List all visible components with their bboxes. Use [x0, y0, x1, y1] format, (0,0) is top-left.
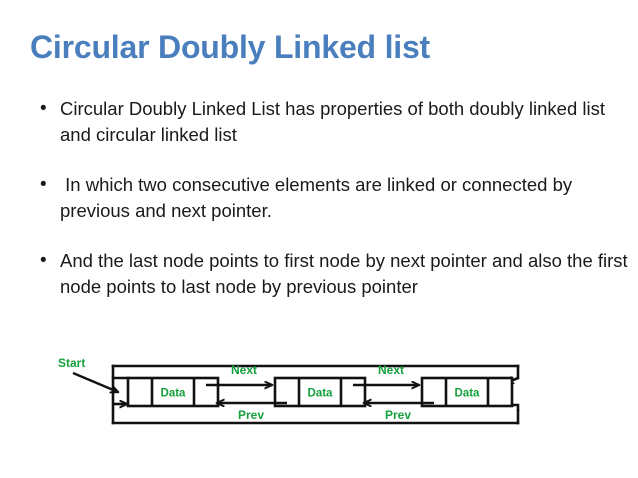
node-3-data-label: Data	[455, 388, 481, 400]
prev-label-2: Prev	[385, 408, 411, 422]
start-arrow	[72, 371, 118, 392]
list-item: • And the last node points to first node…	[34, 248, 630, 300]
bullet-text: Circular Doubly Linked List has properti…	[60, 98, 611, 145]
node-2-data-label: Data	[308, 388, 334, 400]
node-2-box	[273, 376, 367, 408]
list-item: • Circular Doubly Linked List has proper…	[34, 96, 630, 148]
node-3-box	[420, 376, 514, 408]
prev-label-1: Prev	[238, 408, 264, 422]
next-label-1: Next	[231, 363, 257, 377]
bullet-list: • Circular Doubly Linked List has proper…	[34, 96, 630, 324]
pointer-pair-1	[206, 385, 287, 403]
node-1-data-label: Data	[161, 388, 187, 400]
circular-doubly-linked-list-diagram: Start Data Data	[0, 345, 638, 445]
bullet-text: And the last node points to first node b…	[60, 250, 633, 297]
page-title: Circular Doubly Linked list	[30, 29, 431, 65]
bullet-marker-icon: •	[40, 174, 47, 195]
start-label: Start	[58, 356, 85, 370]
bullet-marker-icon: •	[40, 98, 47, 119]
pointer-pair-2	[353, 385, 434, 403]
list-item: • In which two consecutive elements are …	[34, 172, 630, 224]
diagram-wrap-lines	[111, 364, 520, 425]
bullet-text: In which two consecutive elements are li…	[60, 174, 578, 221]
start-pointer	[72, 371, 118, 392]
node-3	[420, 376, 514, 408]
node-1-box	[126, 376, 220, 408]
node-1	[126, 376, 220, 408]
next-label-2: Next	[378, 363, 404, 377]
bullet-marker-icon: •	[40, 250, 47, 271]
node-2	[273, 376, 367, 408]
